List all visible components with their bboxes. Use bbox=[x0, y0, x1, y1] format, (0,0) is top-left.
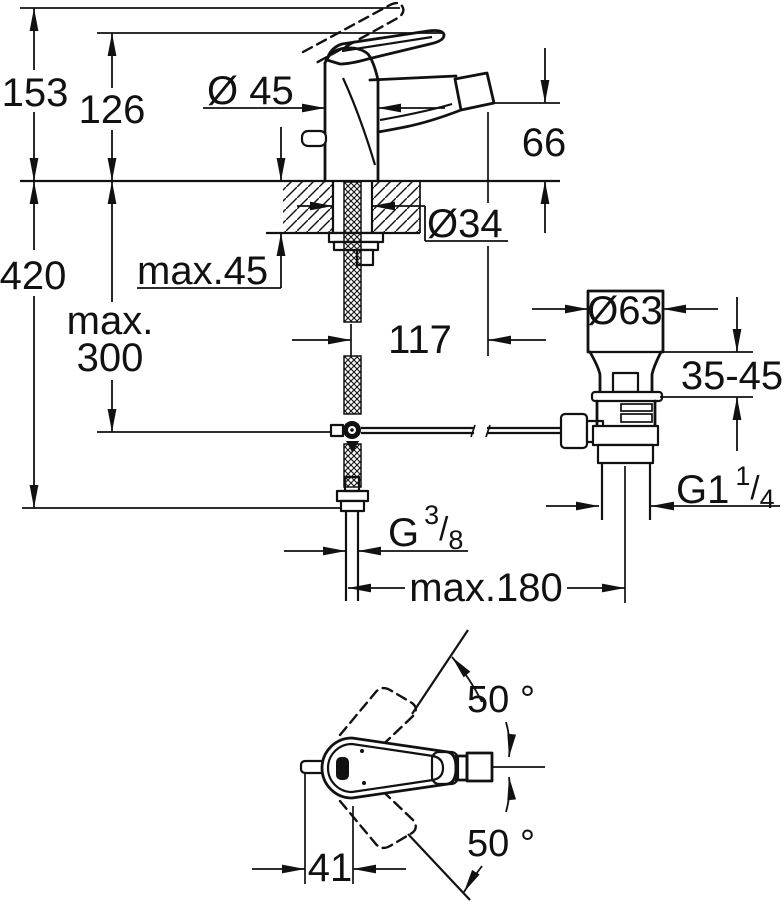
angle-bottom-label: 50 ° bbox=[467, 823, 535, 865]
spout-tip-box bbox=[430, 750, 460, 786]
dim-dia34-leader bbox=[424, 206, 508, 242]
waste-band bbox=[591, 424, 660, 447]
deck-hatch-left bbox=[283, 182, 333, 232]
swivel-line-down bbox=[407, 833, 471, 901]
dim-420-label: 420 bbox=[0, 254, 66, 298]
g38-base: G bbox=[388, 511, 419, 555]
spout-inner-line bbox=[379, 102, 453, 122]
side-view: 153 126 420 max.300 max.45 bbox=[0, 1, 783, 610]
dim-dia-45: Ø 45 bbox=[203, 69, 445, 113]
dim-dia63-label: Ø63 bbox=[587, 289, 663, 333]
handle-swivel-up-dashed bbox=[338, 686, 417, 759]
aerator-top bbox=[465, 751, 494, 783]
arc-upper-to-center bbox=[505, 721, 517, 758]
dim-41-label: 41 bbox=[308, 846, 353, 890]
dim-153-label: 153 bbox=[2, 71, 69, 115]
rod-lower-tip bbox=[346, 441, 359, 453]
mounting-and-hose bbox=[266, 181, 561, 601]
rod-tee-ball-center bbox=[350, 428, 354, 432]
faucet-top bbox=[299, 686, 545, 850]
screw-dot-lower bbox=[362, 781, 366, 785]
dimensions-side: 153 126 420 max.300 max.45 bbox=[0, 8, 783, 610]
dim-dia45-label: Ø 45 bbox=[207, 69, 294, 113]
handle-lever-outline bbox=[325, 29, 446, 66]
dim-dia34-label: Ø34 bbox=[427, 202, 503, 246]
spout-aerator bbox=[453, 71, 496, 112]
dim-126-label: 126 bbox=[79, 88, 146, 132]
hose-braid-upper bbox=[343, 181, 362, 323]
dim-max-300: max.300 bbox=[67, 181, 154, 432]
dim-max45-label: max.45 bbox=[137, 249, 268, 293]
dim-max-45: max.45 bbox=[137, 127, 286, 293]
dim-420: 420 bbox=[0, 181, 66, 508]
waste-slot-lower bbox=[620, 413, 653, 423]
pop-up-knob-side bbox=[300, 129, 328, 148]
angle-top-label: 50 ° bbox=[467, 679, 535, 721]
waste-taper-left bbox=[588, 350, 602, 394]
dim-max180-label: max.180 bbox=[409, 566, 562, 610]
dim-117: 117 bbox=[292, 318, 546, 362]
g38-sup: 3 bbox=[424, 500, 439, 530]
dim-dia-63: Ø63 bbox=[532, 289, 718, 333]
dim-117-label: 117 bbox=[388, 318, 452, 362]
waste-knurl-knob bbox=[559, 412, 589, 450]
dim-35-45: 35-45 bbox=[660, 297, 783, 451]
waste-slot-upper bbox=[620, 403, 653, 412]
top-view: 50 ° 50 ° 41 bbox=[252, 629, 545, 901]
dimensions-top: 50 ° 50 ° 41 bbox=[252, 629, 535, 901]
dim-max300-line1: max. bbox=[67, 299, 154, 343]
dim-max-180: max.180 bbox=[348, 566, 625, 610]
cartridge-mark bbox=[336, 757, 349, 780]
screw-dot-upper bbox=[360, 749, 364, 753]
supply-nut-lower bbox=[339, 499, 366, 513]
g114-sub: 4 bbox=[760, 484, 775, 514]
waste-taper-right bbox=[650, 350, 663, 394]
dim-3545-label: 35-45 bbox=[681, 354, 783, 398]
waste-flange-outline bbox=[586, 289, 665, 354]
arc-lower-to-line bbox=[463, 865, 483, 893]
rod-tee-stub bbox=[329, 423, 345, 438]
dim-max300-line2: 300 bbox=[77, 336, 144, 380]
dim-126: 126 bbox=[79, 33, 146, 181]
waste-center-knob bbox=[611, 371, 640, 394]
g38-slash: / bbox=[439, 510, 449, 547]
handle-top-inner-outline bbox=[326, 742, 445, 794]
waste-lock-ring bbox=[590, 390, 664, 403]
hose-braid-middle bbox=[343, 355, 362, 415]
arc-upper-to-line bbox=[451, 656, 483, 703]
handle-raised-dashed-outline bbox=[301, 1, 405, 65]
dim-66-label: 66 bbox=[522, 121, 567, 165]
g114-base: G1 bbox=[676, 468, 729, 512]
cartridge-dome bbox=[323, 46, 380, 82]
body-waterway-curve bbox=[342, 77, 377, 166]
handle-swivel-down-dashed bbox=[338, 777, 417, 850]
deck-hatch-right bbox=[372, 182, 420, 232]
arc-lower-to-center bbox=[505, 776, 517, 813]
spout-bottom-edge bbox=[376, 108, 463, 134]
swivel-line-up bbox=[411, 629, 469, 715]
waste-base bbox=[596, 443, 655, 465]
g114-slash: / bbox=[750, 469, 760, 506]
supply-nut-upper bbox=[335, 489, 370, 503]
dim-66: 66 bbox=[522, 48, 567, 233]
rod-break-mark-b bbox=[485, 424, 491, 438]
rod-break-mark-a bbox=[470, 424, 476, 438]
pop-up-waste-valve bbox=[559, 289, 665, 603]
spout-top-edge bbox=[368, 74, 458, 82]
g38-sub: 8 bbox=[448, 525, 463, 555]
dim-max300-label: max.300 bbox=[67, 299, 154, 380]
dim-dia-34: Ø34 bbox=[297, 201, 508, 246]
faucet-side bbox=[300, 1, 496, 183]
dim-153: 153 bbox=[2, 8, 69, 181]
dim-41: 41 bbox=[252, 773, 406, 890]
g114-sup: 1 bbox=[735, 461, 750, 491]
